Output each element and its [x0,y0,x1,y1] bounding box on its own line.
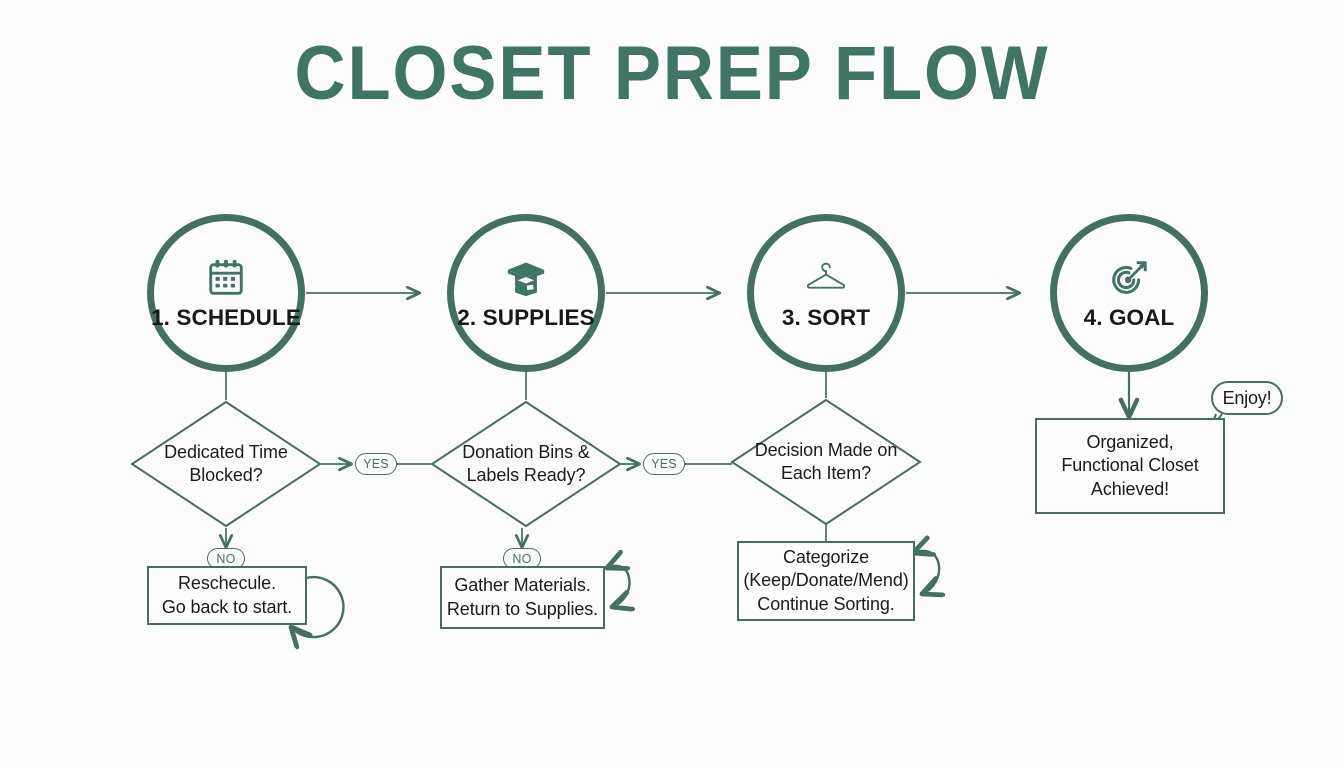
action-line-1: Reschecule. [178,572,276,593]
decision-label: Donation Bins & Labels Ready? [430,400,622,528]
branch-label-yes-2: YES [643,453,685,475]
open-box-icon [503,255,549,301]
callout-text: Enjoy! [1222,387,1272,408]
decision-node-item-decision[interactable]: Decision Made on Each Item? [730,398,922,526]
callout-enjoy: Enjoy! [1211,381,1283,415]
decision-label: Dedicated Time Blocked? [130,400,322,528]
step-node-sort[interactable]: 3. SORT [747,214,905,372]
branch-label-yes-1: YES [355,453,397,475]
loop-arrow-categorize [913,551,939,594]
action-line-2: Return to Supplies. [446,598,599,619]
step-label: 4. GOAL [1083,305,1175,330]
decision-node-dedicated-time[interactable]: Dedicated Time Blocked? [130,400,322,528]
action-line-2: Go back to start. [161,596,293,617]
decision-line-2: Blocked? [189,465,263,485]
action-line-1: Gather Materials. [454,574,591,595]
action-box-reschedule[interactable]: Reschecule. Go back to start. [147,566,307,625]
action-box-gather-materials[interactable]: Gather Materials. Return to Supplies. [440,566,605,629]
outcome-line-2: Functional Closet [1061,455,1199,476]
loop-arrow-gather-materials [607,566,630,607]
step-node-schedule[interactable]: 1. SCHEDULE [147,214,305,372]
decision-line-1: Donation Bins & [462,442,590,463]
outcome-box-organized-closet[interactable]: Organized, Functional Closet Achieved! [1035,418,1225,514]
calendar-icon [203,255,249,301]
outcome-line-3: Achieved! [1090,478,1170,499]
decision-line-1: Decision Made on [754,440,898,461]
step-label: 1. SCHEDULE [151,305,301,330]
outcome-line-1: Organized, [1086,431,1174,452]
action-line-2: (Keep/Donate/Mend) [743,570,909,591]
action-box-categorize[interactable]: Categorize (Keep/Donate/Mend) Continue S… [737,541,915,621]
target-arrow-icon [1106,255,1152,301]
page-title: CLOSET PREP FLOW [294,31,1050,116]
clothes-hanger-icon [803,255,849,301]
step-label: 3. SORT [781,305,871,330]
action-line-3: Continue Sorting. [757,593,895,614]
decision-line-2: Labels Ready? [466,465,586,485]
decision-line-2: Each Item? [780,463,872,483]
action-line-1: Categorize [782,546,870,567]
step-node-goal[interactable]: 4. GOAL [1050,214,1208,372]
decision-label: Decision Made on Each Item? [730,398,922,526]
decision-line-1: Dedicated Time [164,442,288,463]
step-node-supplies[interactable]: 2. SUPPLIES [447,214,605,372]
decision-node-donation-bins[interactable]: Donation Bins & Labels Ready? [430,400,622,528]
step-label: 2. SUPPLIES [457,305,595,330]
